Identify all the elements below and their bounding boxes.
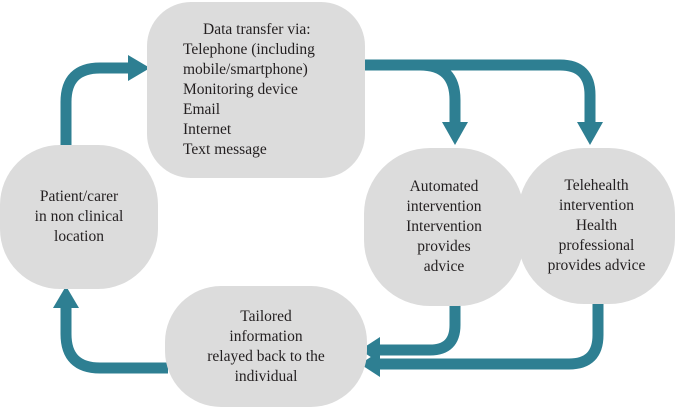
arrow-telehealth-to-tailored-line [380, 300, 604, 370]
data-transfer-monitoring: Monitoring device [183, 81, 298, 98]
tailored-line-4: individual [234, 367, 298, 385]
patient-line-2: in non clinical [34, 208, 124, 225]
automated-line-2: intervention [406, 198, 482, 215]
tailored-line-3: relayed back to the [207, 347, 325, 365]
arrow-automated-to-tailored-line [380, 300, 461, 356]
arrow-data-transfer-to-telehealth-line [362, 59, 596, 122]
arrow-telehealth-to-tailored-head [360, 351, 380, 377]
tailored-line-1: Tailored [240, 307, 292, 325]
arrow-tailored-to-patient-line [60, 308, 168, 374]
telehealth-line-2: intervention [559, 197, 634, 214]
arrow-tailored-to-patient-head [53, 286, 79, 308]
telehealth-line-3: Health [575, 217, 618, 234]
automated-line-5: advice [423, 258, 465, 275]
arrow-patient-to-data-transfer-head [128, 55, 150, 81]
data-transfer-title: Data transfer via: [203, 21, 311, 38]
data-transfer-email: Email [183, 101, 221, 118]
data-transfer-node: Data transfer via: Telephone (including … [147, 2, 365, 178]
automated-line-3: Intervention [406, 218, 482, 235]
data-transfer-mobile: mobile/smartphone) [183, 61, 308, 78]
patient-line-1: Patient/carer [39, 188, 119, 205]
automated-intervention-node: Automated intervention Intervention prov… [364, 148, 524, 306]
arrow-patient-to-data-transfer-line [60, 62, 128, 148]
arrow-data-transfer-to-automated-head [442, 122, 468, 145]
tailored-line-2: information [229, 327, 303, 345]
telehealth-line-1: Telehealth [564, 177, 629, 194]
automated-line-1: Automated [409, 178, 479, 195]
telehealth-intervention-node: Telehealth intervention Health professio… [518, 148, 675, 304]
patient-line-3: location [54, 228, 104, 245]
data-transfer-text-message: Text message [183, 141, 267, 158]
arrow-data-transfer-to-automated-line [362, 59, 461, 122]
data-transfer-internet: Internet [183, 121, 232, 138]
automated-line-4: provides [417, 238, 471, 255]
telehealth-line-4: professional [558, 237, 635, 254]
tailored-information-node: Tailored information relayed back to the… [165, 286, 367, 407]
data-transfer-telephone: Telephone (including [183, 41, 315, 58]
patient-node: Patient/carer in non clinical location [0, 145, 158, 289]
arrow-data-transfer-to-telehealth-head [577, 122, 603, 145]
telehealth-line-5: provides advice [547, 257, 646, 274]
